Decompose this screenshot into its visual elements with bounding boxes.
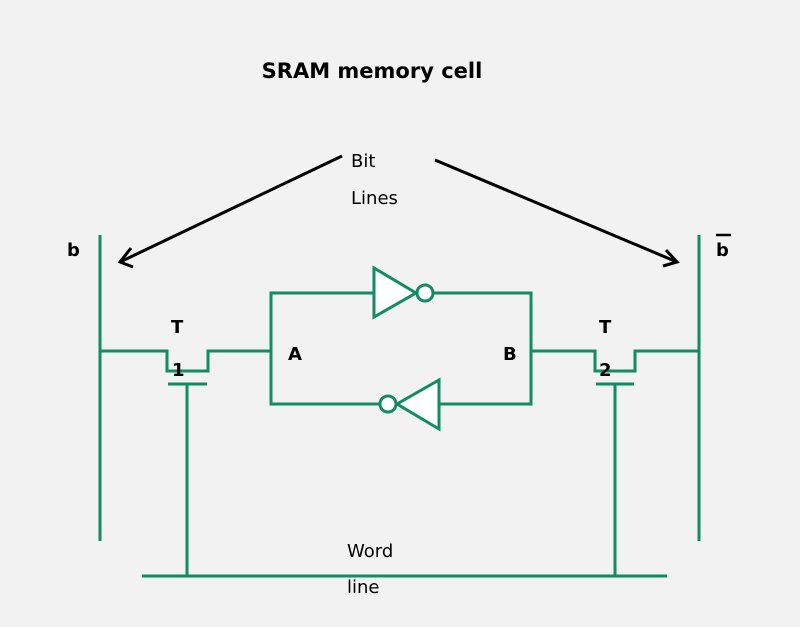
inverter-bottom — [378, 377, 441, 432]
node-a-label: A — [288, 344, 302, 365]
word-line-label-line1: Word — [347, 541, 393, 562]
bitline-right-label: b — [716, 240, 729, 261]
inverter-top-bubble — [415, 283, 435, 303]
bit-lines-label-line2: Lines — [351, 188, 398, 209]
loop-wire-left — [269, 291, 379, 406]
transistor-t1-channel — [100, 349, 271, 373]
transistor-t2-label-number: 2 — [599, 360, 612, 381]
transistor-t1-label-letter: T — [171, 317, 184, 338]
diagram-title: SRAM memory cell — [262, 59, 483, 83]
arrow-to-left-bitline — [117, 154, 343, 269]
transistor-t1-label-number: 1 — [172, 360, 185, 381]
transistor-t2-label-letter: T — [599, 317, 612, 338]
inverter-top-triangle — [372, 265, 419, 320]
inverter-top — [372, 265, 435, 320]
arrow-to-right-bitline — [434, 158, 680, 268]
node-b-label: B — [503, 344, 517, 365]
word-line-label-line2: line — [347, 577, 379, 598]
inverter-bottom-triangle — [394, 377, 441, 432]
loop-wire-right — [432, 291, 533, 406]
bit-lines-label-line1: Bit — [351, 151, 375, 172]
inverter-bottom-bubble — [378, 394, 398, 414]
transistor-t2-channel — [531, 349, 699, 373]
bitline-left-label: b — [67, 240, 80, 261]
